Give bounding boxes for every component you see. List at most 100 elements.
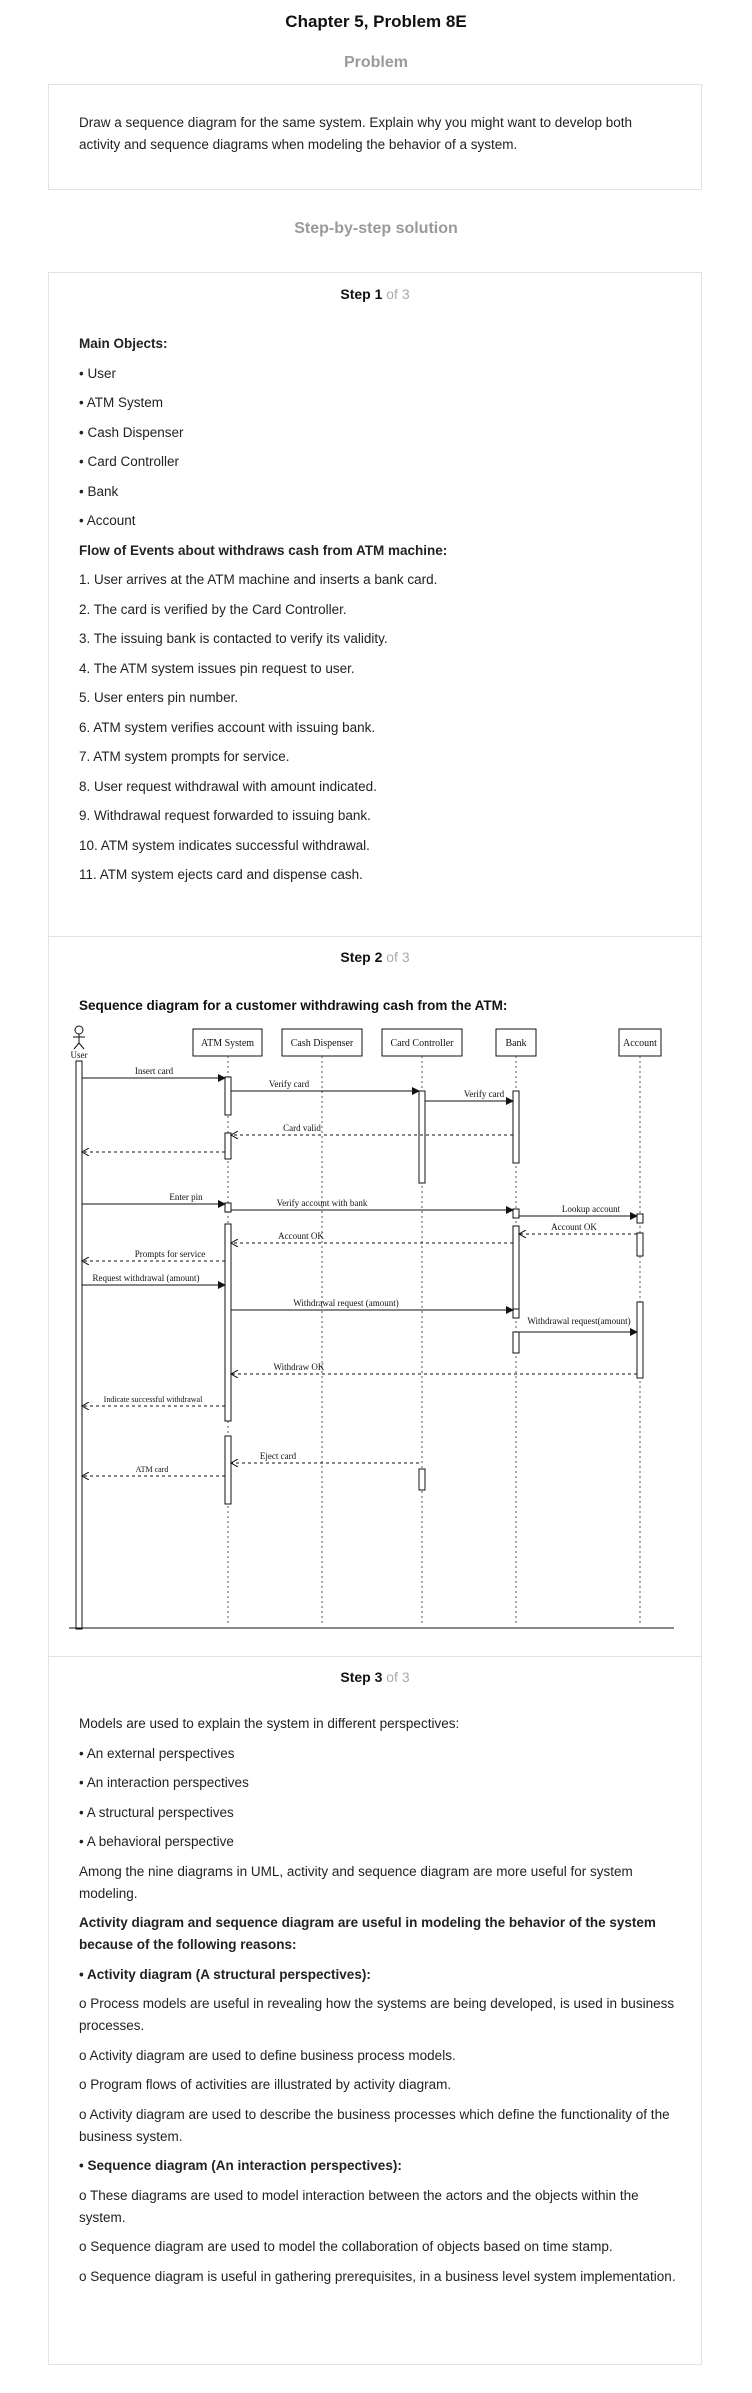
step-2-label: Step 2 of 3 [340,949,410,965]
message-withdrawal-request-bank: Withdrawal request (amount) [231,1298,514,1314]
paragraph: Models are used to explain the system in… [79,1716,460,1731]
step-3-content: Models are used to explain the system in… [79,1713,679,2295]
message-verify-card-bank: Verify card [425,1089,514,1105]
paragraph: 10. ATM system indicates successful with… [79,837,370,853]
message-account-ok-atm: Account OK [231,1231,513,1243]
svg-text:Verify card: Verify card [464,1089,505,1099]
paragraph: • User [79,365,116,381]
step-2: Step 2 of 3 Sequence diagram for a custo… [49,936,701,1657]
activation-bar [512,1090,520,1164]
activation-bar [418,1468,426,1491]
paragraph: • ATM System [79,395,163,410]
message-enter-pin: Enter pin [82,1192,226,1208]
paragraph: 9. Withdrawal request forwarded to issui… [79,808,371,823]
paragraph: 1. User arrives at the ATM machine and i… [79,572,438,587]
svg-text:Request withdrawal (amount): Request withdrawal (amount) [93,1273,200,1283]
activation-bar [636,1301,644,1379]
paragraph: 7. ATM system prompts for service. [79,749,290,764]
object-atm-system: ATM System [192,1028,263,1057]
paragraph: 3. The issuing bank is contacted to veri… [79,631,388,646]
activation-bar [224,1132,232,1160]
activation-bar-user [75,1060,83,1630]
solution-card: Step 1 of 3 Main Objects: • User • ATM Sys… [48,272,702,2365]
paragraph: • Cash Dispenser [79,424,184,440]
activation-bar [512,1208,520,1219]
svg-text:Verify card: Verify card [269,1079,310,1089]
message-verify-account: Verify account with bank [231,1198,514,1214]
svg-text:Eject card: Eject card [260,1451,297,1461]
message-insert-card: Insert card [82,1066,226,1082]
step-1-label: Step 1 of 3 [340,286,410,302]
paragraph: • Card Controller [79,454,180,469]
message-withdrawal-request-account: Withdrawal request(amount) [519,1316,638,1336]
svg-text:ATM card: ATM card [136,1465,169,1474]
svg-text:Verify account with bank: Verify account with bank [277,1198,368,1208]
paragraph: 2. The card is verified by the Card Cont… [79,601,347,617]
object-account: Account [618,1028,662,1057]
paragraph: 4. The ATM system issues pin request to … [79,660,355,676]
message-verify-card-cc: Verify card [231,1079,420,1095]
activation-bars [75,1060,644,1630]
paragraph: o Sequence diagram is useful in gatherin… [79,2268,676,2284]
chapter-title: Chapter 5, Problem 8E [285,12,467,31]
svg-text:Account OK: Account OK [278,1231,324,1241]
paragraph: • Account [79,513,136,528]
message-account-ok-bank: Account OK [519,1222,637,1234]
paragraph: o These diagrams are used to model inter… [79,2187,639,2225]
activation-bar [418,1090,426,1184]
activation-bar [512,1225,520,1317]
step-1-content: Main Objects: • User • ATM System • Cash Di… [79,333,679,894]
svg-text:Withdraw OK: Withdraw OK [274,1362,325,1372]
paragraph: • An interaction perspectives [79,1775,249,1790]
user-actor-icon [73,1025,85,1050]
svg-text:Card valid: Card valid [283,1123,321,1133]
paragraph: 5. User enters pin number. [79,690,239,705]
object-label: Cash Dispenser [291,1038,354,1049]
paragraph: • An external perspectives [79,1745,235,1761]
paragraph: Among the nine diagrams in UML, activity… [79,1863,633,1901]
paragraph: 11. ATM system ejects card and dispense … [79,867,363,882]
paragraph: o Activity diagram are used to define bu… [79,2047,456,2063]
actor-label: User [71,1050,88,1060]
paragraph: 6. ATM system verifies account with issu… [79,719,376,735]
object-label: Bank [505,1038,526,1049]
step-3-label: Step 3 of 3 [340,1669,410,1685]
lifelines [227,1056,641,1626]
paragraph: o Process models are useful in revealing… [79,1996,675,2033]
section-heading-text: Main Objects: [79,336,168,351]
object-label: Card Controller [390,1038,454,1049]
step-1: Step 1 of 3 Main Objects: • User • ATM Sys… [49,273,701,937]
paragraph: • A structural perspectives [79,1804,234,1820]
activation-bar [224,1435,232,1505]
object-card-controller: Card Controller [381,1028,463,1057]
message-atm-card: ATM card [82,1465,225,1476]
paragraph: 8. User request withdrawal with amount i… [79,778,377,794]
activation-bar [636,1232,644,1257]
svg-text:Lookup account: Lookup account [562,1204,621,1214]
message-eject-card: Eject card [231,1451,419,1463]
section-heading-text: Activity diagram and sequence diagram ar… [79,1915,656,1952]
message-withdraw-ok: Withdraw OK [231,1362,637,1374]
step-3: Step 3 of 3 Models are used to explain t… [49,1656,701,2366]
svg-text:Insert card: Insert card [135,1066,174,1076]
message-request-withdrawal: Request withdrawal (amount) [82,1273,226,1289]
problem-heading: Problem [343,54,408,71]
message-lookup-account: Lookup account [519,1204,638,1220]
svg-text:Enter pin: Enter pin [169,1192,203,1202]
paragraph: o Program flows of activities are illust… [79,2077,452,2092]
problem-card: Draw a sequence diagram for the same sys… [48,84,702,190]
svg-text:Account OK: Account OK [551,1222,597,1232]
paragraph: • Bank [79,483,119,499]
activation-bar [224,1076,232,1116]
diagram-title: Sequence diagram for a customer withdraw… [79,998,508,1013]
section-heading-text: Flow of Events about withdraws cash from… [79,542,448,558]
activation-bar [512,1331,520,1354]
svg-text:Withdrawal request(amount): Withdrawal request(amount) [527,1316,630,1326]
message-card-valid: Card valid [231,1123,513,1135]
sequence-diagram: User ATM System Cash Dispenser Card Cont… [69,1025,674,1630]
object-bank: Bank [495,1028,537,1057]
object-label: ATM System [201,1038,254,1049]
paragraph: o Activity diagram are used to describe … [79,2106,670,2144]
paragraph: o Sequence diagram are used to model the… [79,2239,613,2254]
